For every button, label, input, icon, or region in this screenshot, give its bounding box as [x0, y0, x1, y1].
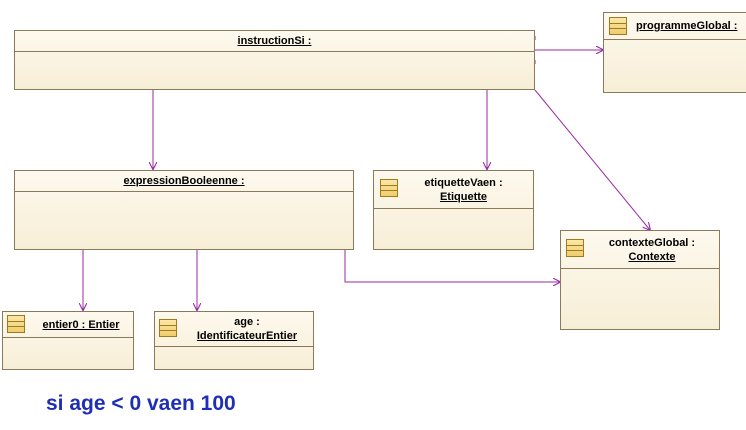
- object-label: age : IdentificateurEntier: [197, 315, 297, 343]
- object-name: contexteGlobal :: [608, 236, 696, 249]
- object-icon: [609, 17, 627, 35]
- object-header: instructionSi :: [15, 31, 534, 52]
- link-instruction-to-contexte: [534, 89, 650, 230]
- object-header: programmeGlobal :: [604, 13, 746, 40]
- link-expression-to-contexte: [344, 250, 560, 282]
- object-name: age :: [234, 316, 260, 328]
- object-icon: [380, 179, 398, 197]
- object-instruction-si[interactable]: instructionSi :: [14, 30, 535, 90]
- object-header: expressionBooleenne :: [15, 171, 353, 192]
- object-type: Etiquette: [439, 190, 488, 203]
- object-type: Contexte: [628, 250, 676, 263]
- object-header: contexteGlobal : Contexte: [561, 231, 719, 269]
- object-header: etiquetteVaen : Etiquette: [374, 171, 533, 209]
- object-age[interactable]: age : IdentificateurEntier: [154, 311, 314, 370]
- object-entier0[interactable]: entier0 : Entier: [2, 311, 134, 370]
- object-expression-booleenne[interactable]: expressionBooleenne :: [14, 170, 354, 250]
- object-type: IdentificateurEntier: [196, 330, 298, 342]
- object-etiquette-vaen[interactable]: etiquetteVaen : Etiquette: [373, 170, 534, 250]
- object-programme-global[interactable]: programmeGlobal :: [603, 12, 746, 93]
- caption-text: si age < 0 vaen 100: [46, 392, 236, 415]
- object-name: expressionBooleenne :: [123, 175, 245, 187]
- object-icon: [566, 239, 584, 257]
- object-name: etiquetteVaen :: [424, 176, 503, 189]
- object-name: instructionSi :: [237, 35, 312, 47]
- object-name: entier0 : Entier: [42, 318, 120, 331]
- object-name: programmeGlobal :: [636, 20, 738, 32]
- object-icon: [159, 319, 177, 337]
- object-icon: [7, 315, 25, 333]
- object-header: entier0 : Entier: [3, 312, 133, 338]
- object-contexte-global[interactable]: contexteGlobal : Contexte: [560, 230, 720, 330]
- object-label: contexteGlobal : Contexte: [609, 236, 695, 264]
- object-header: age : IdentificateurEntier: [155, 312, 313, 347]
- object-label: etiquetteVaen : Etiquette: [424, 176, 502, 204]
